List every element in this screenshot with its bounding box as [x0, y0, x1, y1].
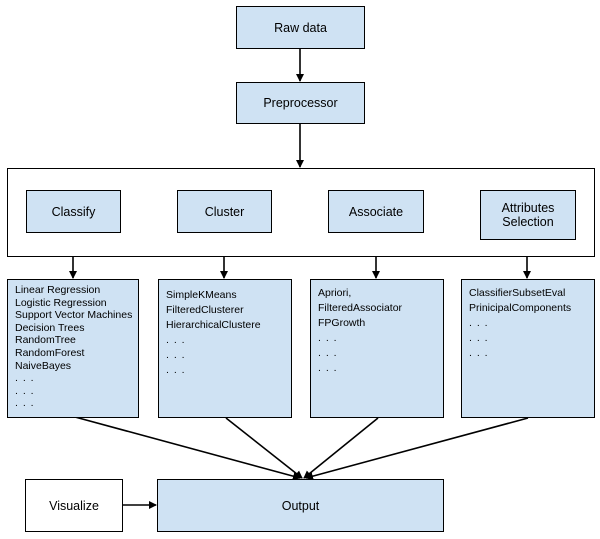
associate-label: Associate — [348, 204, 404, 219]
list-item: Decision Trees — [15, 321, 85, 334]
list-item: PrinicipalComponents — [469, 302, 572, 314]
list-item: . . . — [318, 362, 338, 374]
list-item: . . . — [469, 317, 489, 329]
raw-data-node: Raw data — [236, 6, 365, 49]
list-item: . . . — [166, 364, 186, 376]
list-item: Support Vector Machines — [15, 309, 133, 322]
list-item: . . . — [166, 349, 186, 361]
attributes-label-line2: Selection — [502, 215, 554, 229]
attributes-selection-node: Attributes Selection — [480, 190, 576, 240]
list-item: SimpleKMeans — [166, 289, 237, 301]
cluster-label: Cluster — [204, 204, 245, 219]
attributes-label-line1: Attributes — [501, 201, 555, 215]
list-item: Logistic Regression — [15, 296, 107, 309]
list-item: . . . — [469, 332, 489, 344]
list-item: FilteredClusterer — [166, 304, 244, 316]
classify-node: Classify — [26, 190, 121, 233]
cluster-list: SimpleKMeans FilteredClusterer Hierarchi… — [158, 279, 292, 418]
list-item: RandomTree — [15, 334, 76, 347]
list-item: RandomForest — [15, 346, 85, 359]
classify-label: Classify — [51, 204, 96, 219]
list-item: NaiveBayes — [15, 359, 72, 372]
classify-list: Linear Regression Logistic Regression Su… — [7, 279, 139, 418]
list-item: . . . — [15, 372, 35, 385]
cluster-node: Cluster — [177, 190, 272, 233]
raw-data-label: Raw data — [274, 20, 327, 35]
visualize-node: Visualize — [25, 479, 123, 532]
list-item: Linear Regression — [15, 284, 101, 296]
preprocessor-label: Preprocessor — [263, 96, 338, 110]
list-item: . . . — [15, 384, 35, 397]
visualize-label: Visualize — [49, 498, 99, 513]
list-item: . . . — [15, 397, 35, 410]
list-item: ClassifierSubsetEval — [469, 287, 566, 299]
list-item: FPGrowth — [318, 317, 366, 329]
attributes-list: ClassifierSubsetEval PrinicipalComponent… — [461, 279, 595, 418]
associate-list: Apriori, FilteredAssociator FPGrowth . .… — [310, 279, 444, 418]
arrow-associatelist-to-output — [303, 417, 379, 479]
list-item: . . . — [318, 347, 338, 359]
associate-node: Associate — [328, 190, 424, 233]
list-item: Apriori, — [318, 287, 352, 299]
output-node: Output — [157, 479, 444, 532]
list-item: . . . — [318, 332, 338, 344]
arrow-classifylist-to-output — [74, 416, 301, 481]
preprocessor-node: Preprocessor — [236, 82, 365, 124]
output-label: Output — [281, 498, 320, 513]
list-item: HierarchicalClustere — [166, 319, 261, 331]
list-item: FilteredAssociator — [318, 302, 403, 314]
list-item: . . . — [469, 347, 489, 359]
arrow-clusterlist-to-output — [225, 417, 303, 479]
list-item: . . . — [166, 334, 186, 346]
arrow-attributeslist-to-output — [305, 417, 529, 481]
